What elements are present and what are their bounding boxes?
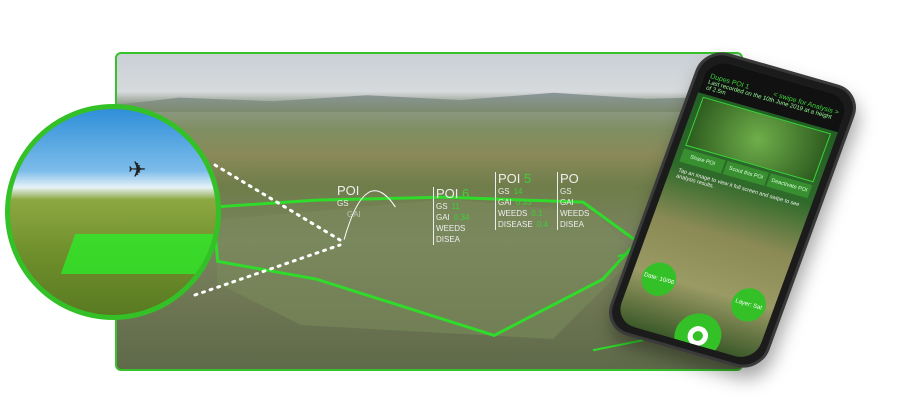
poi-value: 0.1 (531, 209, 543, 218)
scan-area-highlight (60, 234, 216, 274)
poi-value: 0.34 (453, 213, 470, 222)
poi-key: GAI (560, 198, 574, 207)
poi-number: 6 (462, 186, 470, 201)
poi-number: 5 (524, 171, 532, 186)
poi-key: WEEDS (436, 224, 466, 233)
poi-key: GS (436, 202, 448, 211)
poi-key: WEEDS (498, 209, 528, 218)
layer-badge[interactable]: Layer: Sat (726, 284, 771, 326)
poi-label[interactable]: POI GS GAI (335, 184, 361, 220)
poi-key: GAI (436, 213, 450, 222)
ring-icon (684, 323, 711, 349)
poi-value: 11 (451, 202, 460, 211)
poi-key: GS (498, 187, 510, 196)
poi-value: 0.33 (515, 198, 532, 207)
poi-key: GS (560, 187, 572, 196)
poi-key: DISEA (560, 220, 585, 229)
poi-title: PO (560, 171, 579, 186)
drone-closeup-circle: ✈ (5, 104, 221, 320)
poi-key: DISEA (436, 235, 461, 244)
date-badge[interactable]: Date: 10/06 (636, 258, 682, 300)
poi-row: GAI (347, 210, 361, 219)
poi-title: POI (337, 183, 360, 198)
poi-key: GAI (498, 198, 512, 207)
poi-title: POI (498, 171, 521, 186)
poi-key: DISEASE (498, 220, 533, 229)
poi-key: WEEDS (560, 209, 590, 218)
poi-row: GS (337, 199, 349, 208)
poi-value: 14 (513, 187, 523, 196)
poi-label[interactable]: PO GS GAI WEEDS DISEA (557, 172, 589, 230)
drone-icon: ✈ (128, 157, 147, 182)
poi-value: 0.4 (536, 220, 548, 229)
poi-title: POI (436, 186, 459, 201)
